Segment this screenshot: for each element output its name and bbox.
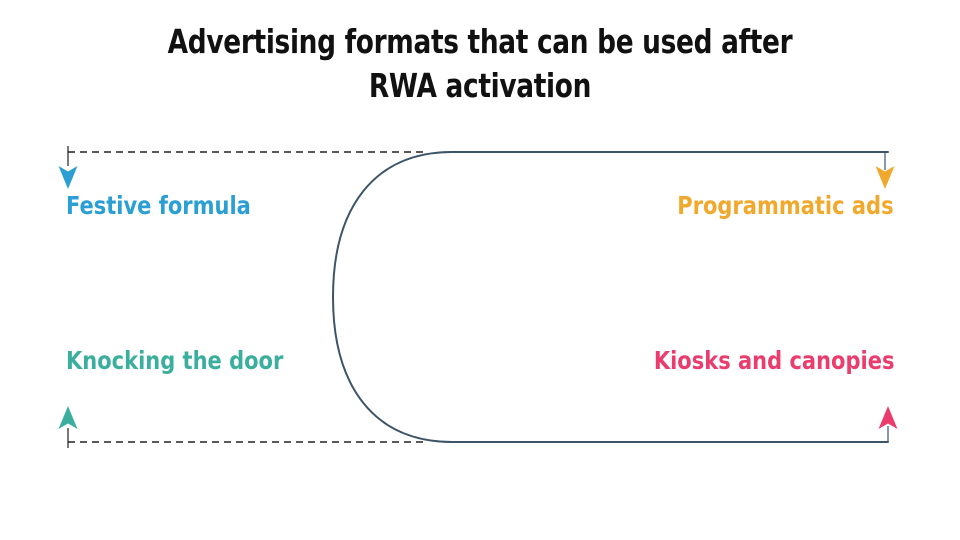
node-label-knocking-the-door[interactable]: Knocking the door bbox=[66, 346, 284, 375]
timeline-path bbox=[332, 151, 889, 443]
down-arrow-icon-programmatic bbox=[875, 166, 895, 189]
node-label-festive-formula[interactable]: Festive formula bbox=[66, 191, 251, 220]
node-label-kiosks-and-canopies[interactable]: Kiosks and canopies bbox=[653, 346, 894, 375]
node-label-programmatic-ads[interactable]: Programmatic ads bbox=[677, 191, 894, 220]
up-arrow-icon-kiosks bbox=[878, 406, 898, 429]
down-arrow-icon-festive bbox=[58, 166, 78, 189]
page-title: Advertising formats that can be used aft… bbox=[167, 22, 793, 105]
up-arrow-icon-knocking bbox=[58, 406, 78, 429]
